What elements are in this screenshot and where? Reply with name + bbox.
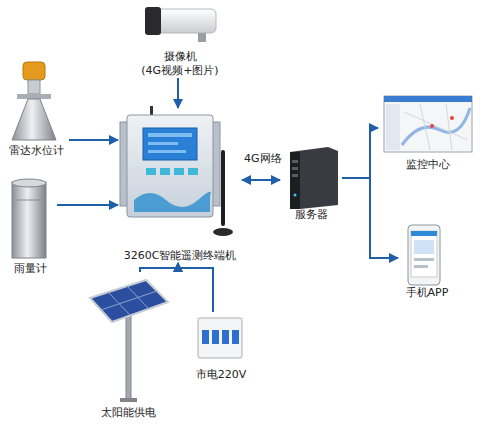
phone-header bbox=[411, 231, 437, 236]
radar-cap bbox=[23, 62, 45, 80]
edge-label: 4G网络 bbox=[244, 152, 282, 166]
terminal-screen-line bbox=[148, 133, 192, 137]
terminal-button bbox=[160, 168, 170, 175]
phone-app-node: 手机APP bbox=[398, 222, 456, 300]
node-label: 摄像机 bbox=[164, 50, 197, 64]
camera-icon bbox=[145, 7, 216, 42]
node-label: 雷达水位计 bbox=[9, 144, 64, 158]
breaker-icon bbox=[198, 318, 242, 358]
node-label: 服务器 bbox=[295, 208, 328, 222]
phone-row bbox=[414, 265, 428, 268]
phone-screen bbox=[411, 231, 437, 277]
connector-arrow bbox=[342, 128, 378, 178]
solar-power-node: 太阳能供电 bbox=[80, 272, 176, 420]
terminal-button bbox=[188, 168, 198, 175]
monitor-screenshot bbox=[384, 96, 472, 152]
server-node: 服务器 bbox=[280, 140, 342, 222]
breaker-switch bbox=[232, 330, 239, 344]
radar-gauge-icon bbox=[12, 62, 56, 140]
screen-header bbox=[384, 96, 472, 102]
solar-panel-icon bbox=[90, 280, 168, 402]
radar-flange bbox=[28, 80, 40, 94]
map-marker bbox=[450, 116, 454, 120]
connector-arrow bbox=[69, 139, 118, 141]
node-label: 市电220V bbox=[196, 368, 247, 382]
camera-node: 摄像机(4G视频+图片) bbox=[135, 2, 225, 78]
rain-body bbox=[12, 182, 46, 258]
solar-panel bbox=[90, 280, 168, 322]
breaker-switch bbox=[202, 330, 209, 344]
terminal-button bbox=[146, 168, 156, 175]
connector-arrow bbox=[140, 263, 178, 272]
screen-sidebar bbox=[386, 104, 400, 150]
server-front bbox=[290, 152, 300, 209]
phone-icon bbox=[408, 225, 440, 285]
node-label: 3260C智能遥测终端机 bbox=[124, 249, 237, 263]
radar-plate bbox=[17, 94, 51, 99]
breaker-switch bbox=[212, 330, 219, 344]
terminal-icon bbox=[120, 106, 233, 236]
server-bay bbox=[292, 174, 298, 177]
node-label: 手机APP bbox=[406, 286, 449, 300]
connector-arrow bbox=[242, 179, 280, 181]
terminal-wave bbox=[134, 192, 211, 212]
solar-base bbox=[120, 398, 137, 402]
server-side bbox=[290, 147, 338, 209]
breaker-body bbox=[198, 318, 242, 358]
radar-gauge-node: 雷达水位计 bbox=[3, 60, 69, 158]
map-road bbox=[404, 104, 468, 150]
breaker-switch bbox=[222, 330, 229, 344]
radar-horn bbox=[12, 99, 56, 140]
camera-lens bbox=[145, 7, 161, 35]
camera-mount bbox=[198, 33, 206, 42]
server-icon bbox=[290, 147, 338, 209]
node-sublabel: (4G视频+图片) bbox=[141, 64, 218, 78]
mains-power-node: 市电220V bbox=[188, 312, 254, 382]
phone-row bbox=[414, 258, 434, 261]
antenna-rod bbox=[221, 150, 225, 226]
monitor-center-node: 监控中心 bbox=[378, 92, 478, 172]
connector-arrow bbox=[177, 78, 179, 108]
map-marker bbox=[430, 124, 434, 128]
server-bay bbox=[292, 167, 298, 170]
node-label: 雨量计 bbox=[14, 262, 47, 276]
terminal-node: 3260C智能遥测终端机 bbox=[118, 108, 242, 263]
antenna-base bbox=[213, 228, 233, 236]
rain-seam bbox=[12, 200, 46, 201]
terminal-screen bbox=[143, 128, 197, 160]
node-label: 太阳能供电 bbox=[101, 406, 156, 420]
connector-arrow bbox=[57, 204, 118, 206]
rain-gauge-node: 雨量计 bbox=[3, 178, 57, 276]
server-led bbox=[294, 194, 297, 197]
terminal-case bbox=[127, 115, 213, 217]
rain-rim bbox=[12, 179, 46, 187]
solar-grid bbox=[101, 286, 157, 315]
rain-gauge-icon bbox=[12, 179, 46, 258]
node-label: 监控中心 bbox=[406, 158, 450, 172]
terminal-screen-line bbox=[148, 150, 186, 153]
connector-arrow bbox=[178, 263, 213, 312]
phone-body bbox=[408, 225, 440, 285]
server-bay bbox=[292, 160, 298, 163]
terminal-screen-line bbox=[148, 142, 178, 145]
terminal-button bbox=[174, 168, 184, 175]
connector-arrow bbox=[342, 178, 398, 258]
phone-map bbox=[414, 240, 434, 254]
screen-frame bbox=[384, 96, 472, 152]
